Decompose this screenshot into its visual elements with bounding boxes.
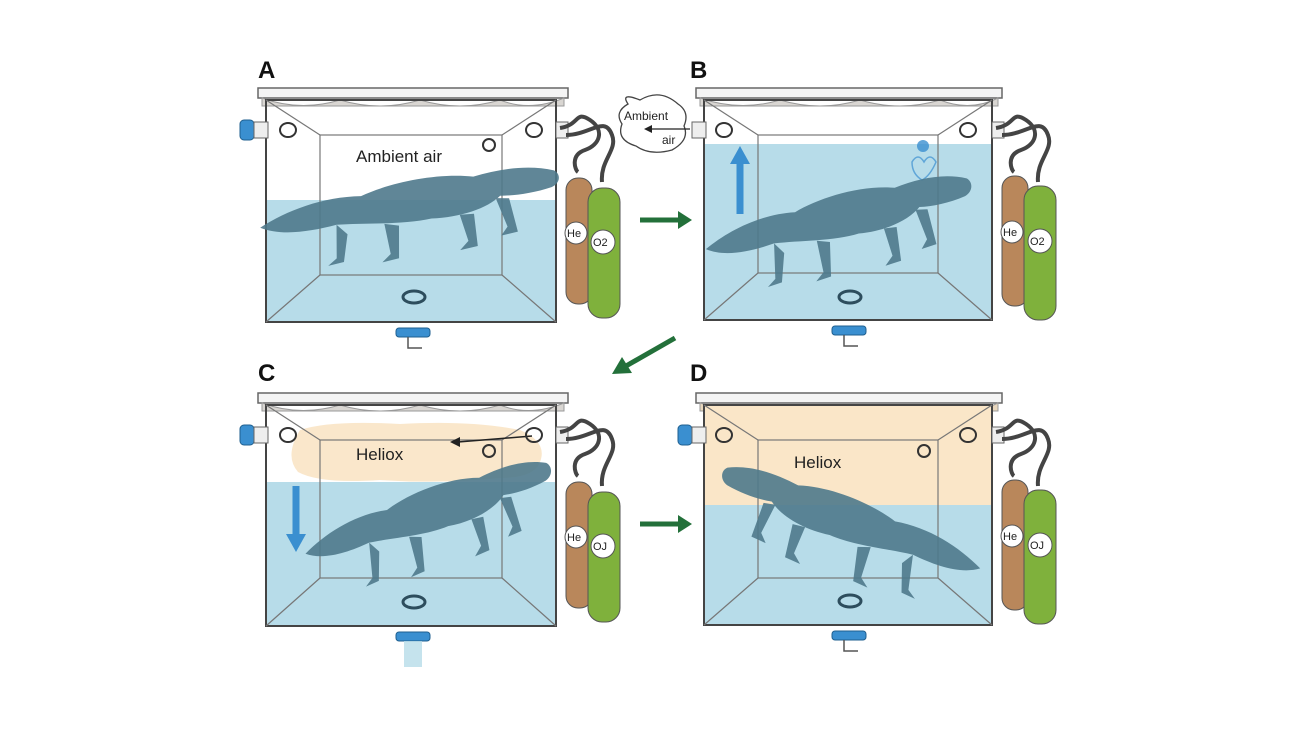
tank-label-o2: OJ <box>593 541 607 553</box>
drain-tap-icon <box>831 325 867 336</box>
gas-label-a: Ambient air <box>356 147 442 166</box>
arrow-icon <box>640 211 692 229</box>
gas-label-c: Heliox <box>356 445 404 464</box>
arrow-icon <box>612 335 677 374</box>
valve-icon <box>239 424 255 446</box>
lid-cloth <box>261 97 565 107</box>
aquarium-outline <box>265 99 557 323</box>
water-outflow <box>404 641 422 667</box>
arrow-icon <box>457 435 533 443</box>
callout-label-line2: air <box>662 133 675 147</box>
port-icon <box>959 122 977 138</box>
tank-lid <box>257 87 569 99</box>
valve-icon <box>677 424 693 446</box>
port-icon <box>525 427 543 443</box>
valve-icon <box>239 119 255 141</box>
aquarium-outline <box>265 404 557 627</box>
panel-c: C Heliox He <box>239 360 621 667</box>
tank-label-he: He <box>1003 227 1017 239</box>
aquarium-outline <box>703 99 993 321</box>
panel-letter-d: D <box>690 360 707 387</box>
callout-label-line1: Ambient <box>624 109 669 123</box>
ring-weight-icon <box>401 594 427 610</box>
panel-letter-a: A <box>258 57 275 84</box>
tank-label-o2: O2 <box>593 237 608 249</box>
drain-tap-icon <box>831 630 867 641</box>
ring-weight-icon <box>837 289 863 305</box>
tank-label-he: He <box>567 228 581 240</box>
port-icon <box>525 122 543 138</box>
tank-lid <box>695 392 1003 404</box>
drain-tap-icon <box>395 327 431 338</box>
aquarium-outline <box>703 404 993 626</box>
port-icon <box>715 122 733 138</box>
panel-a: A Ambient air He O2 <box>239 57 621 349</box>
arrow-icon <box>640 515 692 533</box>
tank-lid <box>257 392 569 404</box>
panel-letter-c: C <box>258 360 275 387</box>
panel-letter-b: B <box>690 57 707 84</box>
tank-lid <box>695 87 1003 99</box>
heliox-cloud <box>291 422 542 482</box>
ring-weight-icon <box>837 593 863 609</box>
port-icon <box>279 427 297 443</box>
lid-cloth <box>261 402 565 412</box>
drain-tap-icon <box>395 631 431 642</box>
panel-d: D Heliox He OJ <box>677 360 1057 652</box>
port-icon <box>959 427 977 443</box>
tank-label-o2: OJ <box>1030 540 1044 552</box>
gas-label-d: Heliox <box>794 453 842 472</box>
bubble-icon <box>917 140 929 152</box>
ambient-air-callout <box>618 94 687 153</box>
panel-b: B Ambient air <box>618 57 1057 347</box>
ring-weight-icon <box>401 289 427 305</box>
tank-label-he: He <box>567 532 581 544</box>
tank-label-he: He <box>1003 531 1017 543</box>
port-icon <box>715 427 733 443</box>
port-icon <box>279 122 297 138</box>
tank-label-o2: O2 <box>1030 236 1045 248</box>
